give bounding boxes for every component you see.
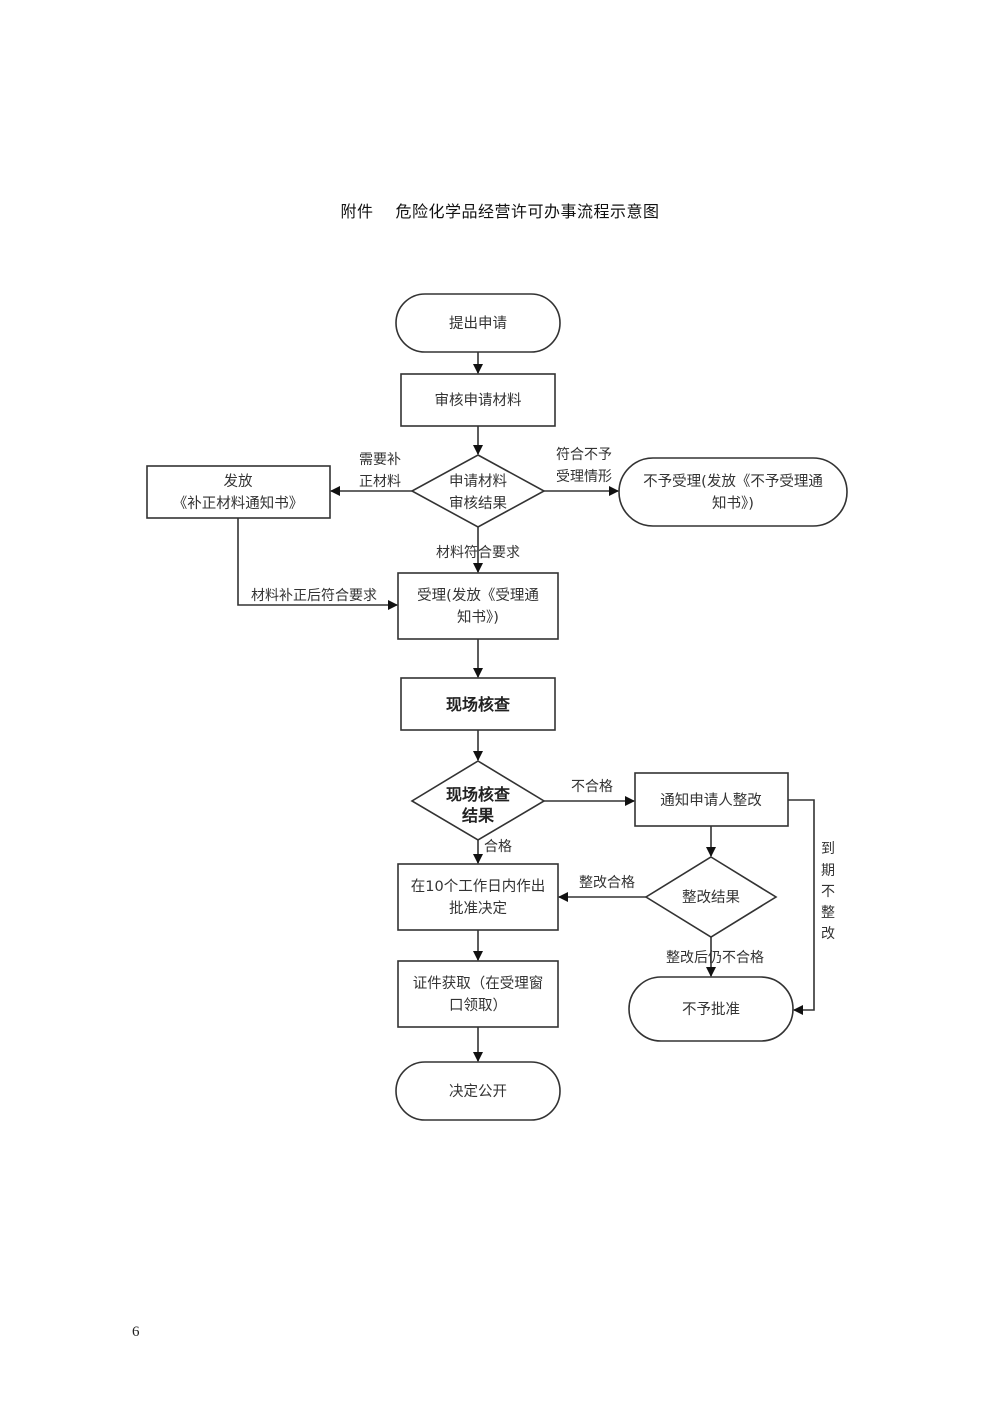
node-site-check-label: 现场核查 xyxy=(446,695,510,714)
title-prefix: 附件 xyxy=(340,202,374,221)
node-not-approved-label: 不予批准 xyxy=(682,1001,740,1018)
node-certificate-label-2: 口领取） xyxy=(449,997,507,1014)
node-notify-rectify-label: 通知申请人整改 xyxy=(660,792,762,809)
edge-label-unqualified: 不合格 xyxy=(571,779,613,795)
edge-label-need-correction-2: 正材料 xyxy=(359,474,401,490)
node-approve-decision-label-1: 在10个工作日内作出 xyxy=(411,878,545,895)
edge-label-need-correction-1: 需要补 xyxy=(359,452,401,468)
node-issue-correction-label-1: 发放 xyxy=(224,473,253,490)
title-text: 危险化学品经营许可办事流程示意图 xyxy=(395,202,660,221)
node-accept-shape xyxy=(397,572,559,640)
edge-label-corrected-ok: 材料补正后符合要求 xyxy=(251,588,377,604)
node-submit-label: 提出申请 xyxy=(449,315,507,332)
node-site-result-label-1: 现场核查 xyxy=(446,785,510,804)
node-reject-accept-label-2: 知书》) xyxy=(712,495,754,512)
edge-label-materials-ok: 材料符合要求 xyxy=(436,545,520,561)
node-publish-label: 决定公开 xyxy=(449,1083,507,1100)
edge-correction-to-accept xyxy=(237,518,398,610)
edge-label-overdue-3: 不 xyxy=(821,884,835,900)
node-review-result-label-1: 申请材料 xyxy=(449,473,507,490)
edge-label-not-acceptable-2: 受理情形 xyxy=(556,469,612,485)
edge-label-overdue-5: 改 xyxy=(821,926,835,942)
node-review-materials-label: 审核申请材料 xyxy=(435,392,522,409)
node-certificate-label-1: 证件获取（在受理窗 xyxy=(413,974,544,992)
node-approve-decision-shape xyxy=(397,863,559,931)
node-issue-correction-label-2: 《补正材料通知书》 xyxy=(173,495,304,512)
edge-label-not-acceptable-1: 符合不予 xyxy=(556,447,612,463)
document-title: 附件 危险化学品经营许可办事流程示意图 xyxy=(0,198,1000,222)
edge-label-rectify-ok: 整改合格 xyxy=(579,875,635,891)
node-approve-decision-label-2: 批准决定 xyxy=(449,900,507,917)
node-reject-accept-shape xyxy=(618,457,848,527)
edge-notify-overdue-to-not-approved xyxy=(788,799,815,1015)
node-publish-shape xyxy=(395,1061,561,1121)
page-number: 6 xyxy=(132,1324,140,1340)
node-accept-label-1: 受理(发放《受理通 xyxy=(417,587,539,604)
edge-label-overdue-1: 到 xyxy=(821,841,835,857)
edge-label-overdue-4: 整 xyxy=(821,905,835,921)
edge-label-still-unqualified: 整改后仍不合格 xyxy=(666,950,764,966)
edge-label-overdue-2: 期 xyxy=(821,863,835,879)
edge-label-qualified: 合格 xyxy=(484,839,512,855)
node-site-result-label-2: 结果 xyxy=(461,806,494,825)
node-review-result-label-2: 审核结果 xyxy=(449,495,507,512)
node-certificate-shape xyxy=(397,960,559,1028)
node-review-result-shape xyxy=(410,454,546,528)
node-reject-accept-label-1: 不予受理(发放《不予受理通 xyxy=(643,473,823,490)
node-accept-label-2: 知书》) xyxy=(457,609,499,626)
node-rectify-result-label: 整改结果 xyxy=(682,889,740,906)
